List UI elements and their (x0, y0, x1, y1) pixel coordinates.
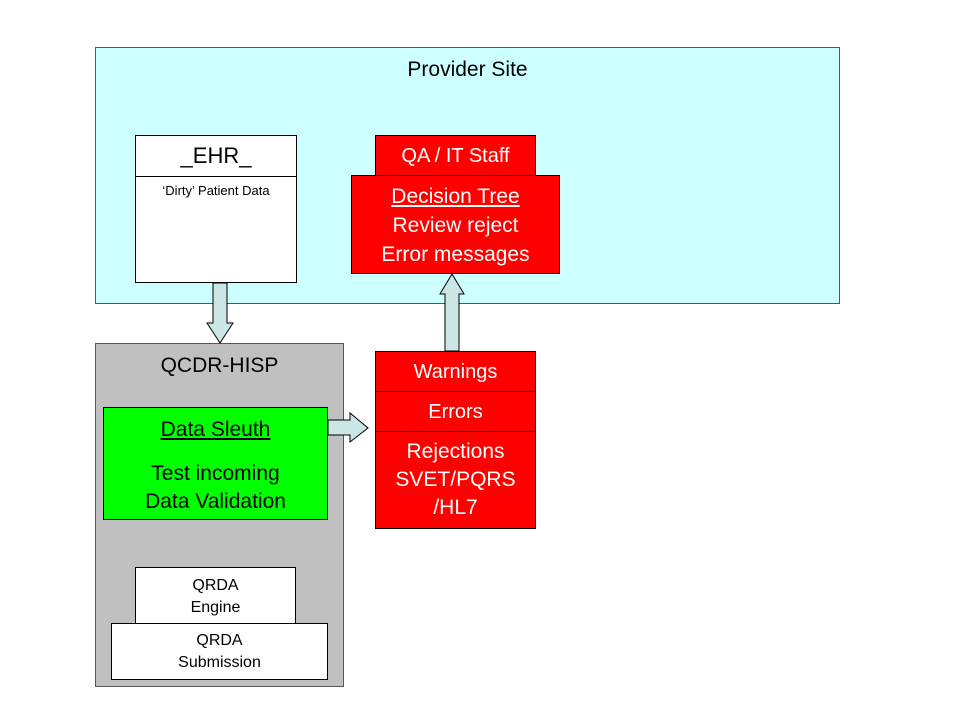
qrda-submission-box: QRDA Submission (111, 623, 328, 680)
data-sleuth-box: Data Sleuth Test incoming Data Validatio… (103, 407, 328, 520)
qrda-submission-line1: QRDA (196, 632, 243, 649)
provider-site-title: Provider Site (407, 58, 528, 81)
data-sleuth-line2: Data Validation (145, 490, 286, 513)
qa-it-staff-box: QA / IT Staff (375, 135, 536, 176)
decision-tree-line2: Review reject (392, 214, 519, 237)
data-sleuth-line1: Test incoming (151, 462, 280, 485)
rejections-box: Rejections SVET/PQRS /HL7 (375, 431, 536, 529)
qrda-engine-line1: QRDA (192, 577, 239, 594)
qcdr-hisp-title: QCDR-HISP (160, 354, 279, 377)
rejections-line2: SVET/PQRS (395, 468, 516, 491)
rejections-line1: Rejections (406, 440, 505, 463)
ehr-subtitle: ‘Dirty’ Patient Data (162, 183, 270, 198)
decision-tree-box: Decision Tree Review reject Error messag… (351, 175, 560, 274)
decision-tree-title: Decision Tree (391, 185, 520, 208)
errors-box: Errors (375, 391, 536, 432)
qrda-submission-line2: Submission (178, 654, 261, 671)
ehr-title: _EHR_ (136, 136, 296, 177)
ehr-box: _EHR_ ‘Dirty’ Patient Data (135, 135, 297, 283)
qrda-engine-box: QRDA Engine (135, 567, 296, 625)
qrda-engine-line2: Engine (190, 599, 241, 616)
data-sleuth-title: Data Sleuth (160, 418, 271, 441)
rejections-line3: /HL7 (433, 496, 478, 519)
decision-tree-line3: Error messages (381, 243, 530, 266)
warnings-box: Warnings (375, 351, 536, 392)
